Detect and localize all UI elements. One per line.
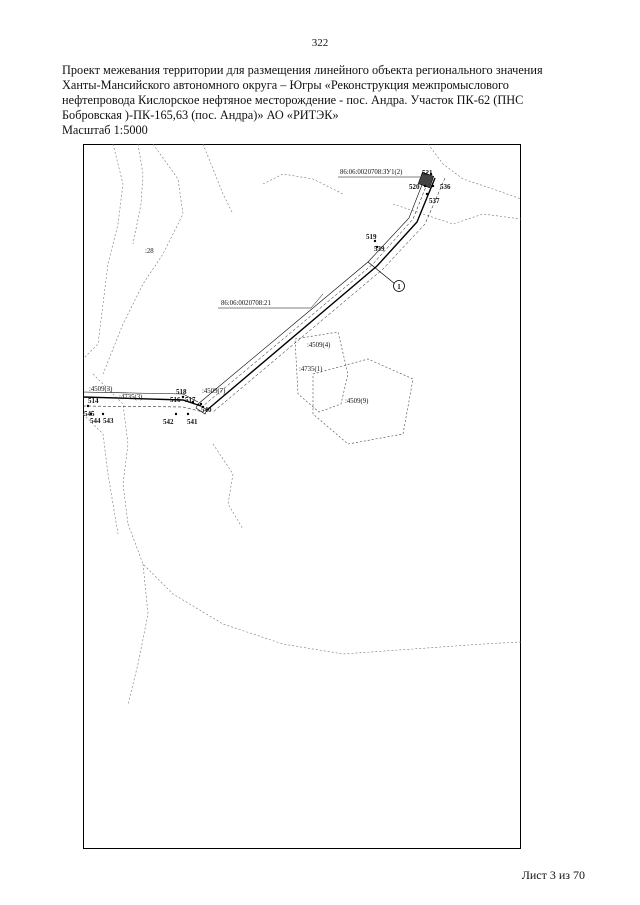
title-line: нефтепровода Кислорское нефтяное месторо… [62,93,524,107]
parcel-label-4509-7: :4509(7) [202,388,225,395]
parcel-label-4509-9: :4509(9) [345,398,368,405]
parcel-label-21: 86:06:0020708:21 [221,300,271,307]
point-label: 521 [422,169,433,177]
cadastral-map: 1 86:06:0020708:ЗУ1(2) 86:06:0020708:21 … [83,144,521,849]
point-label: 545 [84,410,95,418]
point-label: 516 [170,396,181,404]
title-line: Ханты-Мансийского автономного округа – Ю… [62,78,509,92]
parcel-label-28: :28 [145,248,154,255]
point-label: 536 [440,183,451,191]
callout-number: 1 [397,283,401,291]
parcel-label-4509-3: :4509(3) [89,386,112,393]
land-parcels [294,331,414,445]
point-label: 540 [201,406,212,414]
sheet-number: Лист 3 из 70 [521,868,585,882]
callout-circle [393,280,405,292]
boundary-points [86,172,435,416]
pipeline-corridor [83,171,446,415]
page-number: 322 [311,37,329,49]
point-label: 514 [88,397,99,405]
title-line: Бобровская )-ПК-165,63 (пос. Андра)» АО … [62,108,339,122]
map-border [83,144,521,849]
point-label: 542 [163,418,174,426]
parcel-label-4735-3: :4735(3) [119,394,142,401]
point-label: 520 [409,183,420,191]
terrain-boundaries [83,144,521,705]
parcel-label-4735-1: :4735(1) [299,366,322,373]
p21-leader-tail [310,293,324,309]
map-scale: Масштаб 1:5000 [62,123,148,137]
document-title: Проект межевания территории для размещен… [62,63,592,123]
point-label: 541 [187,418,198,426]
point-label: 518 [176,388,187,396]
point-label: 539 [374,245,385,253]
point-label: 543 [103,417,114,425]
callout-leader [367,261,396,285]
point-label: 519 [366,233,377,241]
point-label: 537 [429,197,440,205]
parcel-label-4509-4: :4509(4) [307,342,330,349]
parcel-label-zu1: 86:06:0020708:ЗУ1(2) [340,169,402,176]
point-label: 517 [185,396,196,404]
title-line: Проект межевания территории для размещен… [62,63,543,77]
point-label: 544 [90,417,101,425]
